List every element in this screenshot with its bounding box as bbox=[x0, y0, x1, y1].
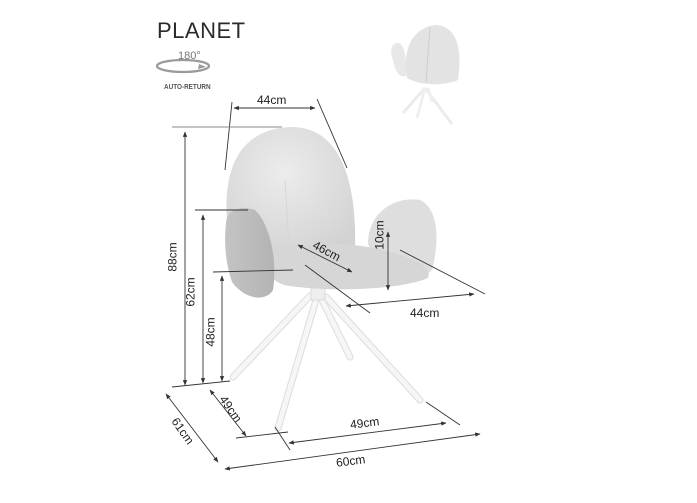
dim-seat-width: 44cm bbox=[410, 306, 440, 320]
auto-return-label: AUTO-RETURN bbox=[164, 82, 211, 91]
dim-backrest-width: 44cm bbox=[257, 93, 287, 107]
dim-armrest-floor-height: 62cm bbox=[183, 277, 198, 307]
dim-total-height: 88cm bbox=[165, 242, 180, 272]
dim-armrest-height: 10cm bbox=[372, 220, 387, 250]
dim-seat-height: 48cm bbox=[203, 317, 218, 347]
product-title: PLANET bbox=[157, 18, 246, 43]
chair-back-thumbnail bbox=[391, 25, 460, 125]
rotation-arrow-icon bbox=[155, 58, 211, 74]
chair-legs bbox=[229, 285, 424, 432]
chair-front-view bbox=[225, 126, 437, 298]
dimension-lines bbox=[165, 98, 486, 471]
